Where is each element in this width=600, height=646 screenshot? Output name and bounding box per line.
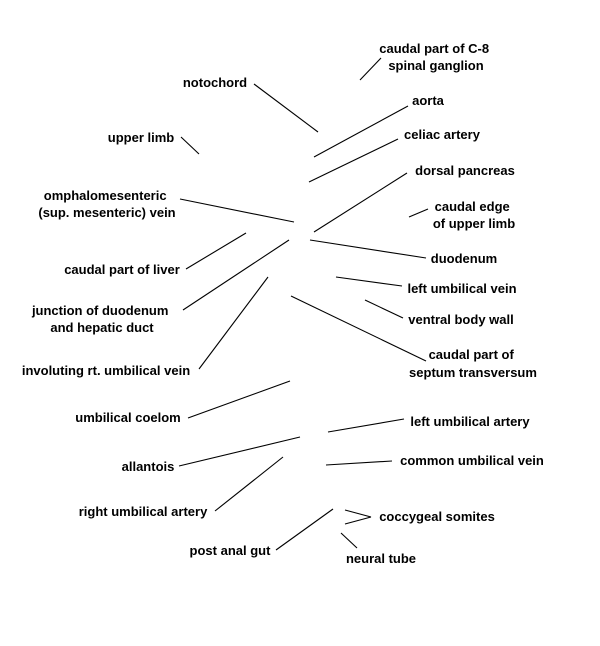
label-dorsal-pancreas-line1: dorsal pancreas xyxy=(415,163,515,178)
label-caudal-septum-line2: septum transversum xyxy=(409,365,537,380)
leader-omphalomesenteric-vein xyxy=(179,198,295,223)
label-common-umbilical-vein: common umbilical vein xyxy=(400,453,544,468)
label-allantois: allantois xyxy=(122,459,175,474)
label-caudal-edge-upper-limb-line2: of upper limb xyxy=(433,216,515,231)
label-aorta-line1: aorta xyxy=(412,93,445,108)
label-left-umbilical-artery-line1: left umbilical artery xyxy=(410,414,530,429)
label-dorsal-pancreas: dorsal pancreas xyxy=(415,163,515,178)
label-umbilical-coelom: umbilical coelom xyxy=(75,410,180,425)
label-neural-tube: neural tube xyxy=(346,551,416,566)
label-caudal-c8: caudal part of C-8 spinal ganglion xyxy=(379,41,492,73)
leader-coccygeal-somites-upper xyxy=(344,509,372,518)
labels: caudal part of C-8 spinal ganglion notoc… xyxy=(22,41,544,566)
label-left-umbilical-vein-line1: left umbilical vein xyxy=(407,281,516,296)
label-left-umbilical-vein: left umbilical vein xyxy=(407,281,516,296)
label-caudal-septum-line1: caudal part of xyxy=(429,347,515,362)
leader-coccygeal-somites-lower xyxy=(344,516,372,525)
label-aorta: aorta xyxy=(412,93,445,108)
label-common-umbilical-vein-line1: common umbilical vein xyxy=(400,453,544,468)
label-omphalomesenteric-vein-line1: omphalomesenteric xyxy=(44,188,167,203)
label-notochord: notochord xyxy=(183,75,247,90)
label-involuting-umbilical-vein-line1: involuting rt. umbilical vein xyxy=(22,363,190,378)
label-coccygeal-somites-line1: coccygeal somites xyxy=(379,509,495,524)
leader-celiac-artery xyxy=(308,138,399,183)
label-post-anal-gut: post anal gut xyxy=(190,543,272,558)
label-junction-duodenum-line2: and hepatic duct xyxy=(50,320,154,335)
label-omphalomesenteric-vein: omphalomesenteric (sup. mesenteric) vein xyxy=(38,188,175,220)
leader-common-umbilical-vein xyxy=(325,460,393,466)
leader-notochord xyxy=(253,83,319,133)
label-omphalomesenteric-vein-line2: (sup. mesenteric) vein xyxy=(38,205,175,220)
label-ventral-body-wall-line1: ventral body wall xyxy=(408,312,513,327)
label-coccygeal-somites: coccygeal somites xyxy=(379,509,495,524)
label-caudal-liver-line1: caudal part of liver xyxy=(64,262,180,277)
label-upper-limb: upper limb xyxy=(108,130,175,145)
leader-caudal-liver xyxy=(185,232,247,270)
label-celiac-artery: celiac artery xyxy=(404,127,481,142)
label-caudal-edge-upper-limb-line1: caudal edge xyxy=(435,199,510,214)
leader-left-umbilical-vein xyxy=(335,276,403,287)
label-neural-tube-line1: neural tube xyxy=(346,551,416,566)
label-celiac-artery-line1: celiac artery xyxy=(404,127,481,142)
leader-aorta xyxy=(313,105,409,158)
leader-duodenum xyxy=(309,239,427,259)
leader-left-umbilical-artery xyxy=(327,418,405,433)
leader-umbilical-coelom xyxy=(187,380,291,419)
leader-involuting-umbilical-vein xyxy=(198,276,269,370)
label-caudal-septum: caudal part of septum transversum xyxy=(409,347,537,380)
label-umbilical-coelom-line1: umbilical coelom xyxy=(75,410,180,425)
label-junction-duodenum-line1: junction of duodenum xyxy=(31,303,168,318)
label-ventral-body-wall: ventral body wall xyxy=(408,312,513,327)
leader-ventral-body-wall xyxy=(364,299,404,319)
leader-caudal-c8 xyxy=(359,57,382,81)
leader-caudal-edge-upper-limb xyxy=(408,208,429,218)
label-right-umbilical-artery: right umbilical artery xyxy=(79,504,208,519)
label-right-umbilical-artery-line1: right umbilical artery xyxy=(79,504,208,519)
label-duodenum-line1: duodenum xyxy=(431,251,497,266)
label-caudal-liver: caudal part of liver xyxy=(64,262,180,277)
leader-neural-tube xyxy=(340,532,358,549)
label-upper-limb-line1: upper limb xyxy=(108,130,175,145)
label-duodenum: duodenum xyxy=(431,251,497,266)
label-post-anal-gut-line1: post anal gut xyxy=(190,543,272,558)
leader-dorsal-pancreas xyxy=(313,172,408,233)
label-caudal-c8-line1: caudal part of C-8 xyxy=(379,41,489,56)
leader-post-anal-gut xyxy=(275,508,334,551)
leader-caudal-septum xyxy=(290,295,427,362)
leader-junction-duodenum xyxy=(182,239,290,311)
label-involuting-umbilical-vein: involuting rt. umbilical vein xyxy=(22,363,190,378)
label-caudal-edge-upper-limb: caudal edge of upper limb xyxy=(433,199,515,231)
leader-upper-limb xyxy=(180,136,200,155)
leader-allantois xyxy=(178,436,301,467)
label-allantois-line1: allantois xyxy=(122,459,175,474)
label-caudal-c8-line2: spinal ganglion xyxy=(388,58,483,73)
label-junction-duodenum: junction of duodenum and hepatic duct xyxy=(31,303,172,335)
label-notochord-line1: notochord xyxy=(183,75,247,90)
leader-lines xyxy=(178,57,429,551)
label-left-umbilical-artery: left umbilical artery xyxy=(410,414,530,429)
leader-right-umbilical-artery xyxy=(214,456,284,512)
